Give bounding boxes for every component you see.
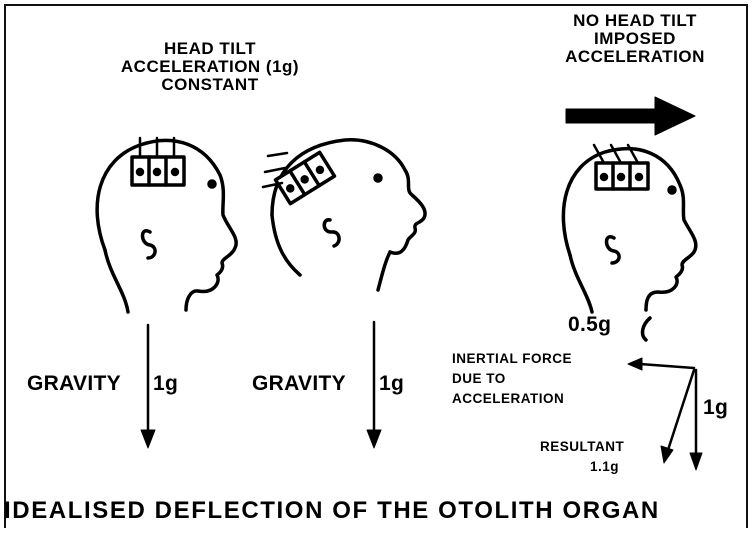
otolith-block-tilted: [276, 152, 335, 203]
vertical-force-arrow: [690, 370, 702, 470]
resultant-value: 1.1g: [590, 460, 619, 474]
inertial-line3: ACCELERATION: [452, 392, 572, 406]
heading-head-tilt-line1: HEAD TILT: [110, 40, 310, 58]
inertial-line2: DUE TO: [452, 372, 572, 386]
inertial-force-label: INERTIAL FORCE DUE TO ACCELERATION: [452, 352, 572, 407]
gravity-label-1: GRAVITY: [27, 373, 121, 395]
heading-no-head-tilt-line1: NO HEAD TILT: [540, 12, 730, 30]
acceleration-value: 0.5g: [568, 314, 611, 336]
heading-no-head-tilt: NO HEAD TILT IMPOSED ACCELERATION: [540, 12, 730, 66]
gravity-value-2: 1g: [379, 373, 404, 395]
vertical-force-value: 1g: [703, 397, 728, 419]
gravity-value-1: 1g: [153, 373, 178, 395]
otolith-block-upright: [132, 138, 184, 185]
figure-caption: IDEALISED DEFLECTION OF THE OTOLITH ORGA…: [4, 498, 754, 523]
heading-head-tilt-line3: CONSTANT: [110, 76, 310, 94]
resultant-label: RESULTANT: [540, 440, 624, 454]
heading-head-tilt: HEAD TILT ACCELERATION (1g) CONSTANT: [110, 40, 310, 94]
heading-head-tilt-line2: ACCELERATION (1g): [110, 58, 310, 76]
heading-no-head-tilt-line3: ACCELERATION: [540, 48, 730, 66]
inertial-line1: INERTIAL FORCE: [452, 352, 572, 366]
head-tilted-icon: [272, 140, 425, 290]
resultant-force-arrow: [661, 370, 694, 463]
heading-no-head-tilt-line2: IMPOSED: [540, 30, 730, 48]
inertial-force-arrow: [628, 358, 694, 370]
acceleration-arrow-icon: [566, 97, 695, 135]
gravity-label-2: GRAVITY: [252, 373, 346, 395]
